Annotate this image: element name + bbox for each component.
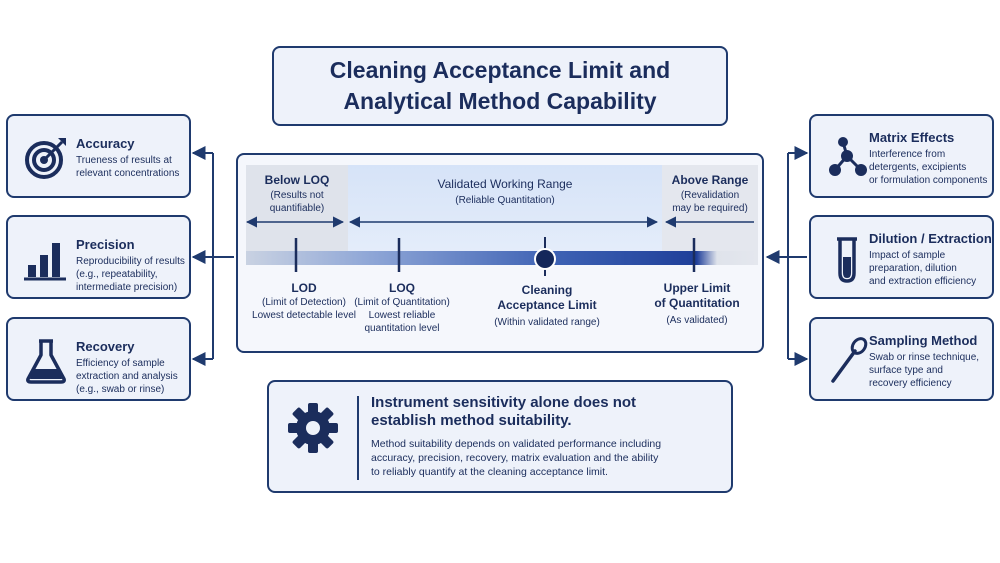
marker-name: of Quantitation <box>654 296 740 310</box>
marker-name: LOQ <box>389 281 415 295</box>
card-desc-line: or formulation components <box>869 175 988 186</box>
marker-name: Acceptance Limit <box>497 298 597 312</box>
card-desc-line: relevant concentrations <box>76 168 180 179</box>
marker-line: (Limit of Quantitation) <box>354 297 450 308</box>
right-bracket-connector <box>765 146 809 366</box>
title-line-1: Cleaning Acceptance Limit and <box>329 57 671 83</box>
card-desc-line: recovery efficiency <box>869 378 952 389</box>
marker-line: (Within validated range) <box>494 317 600 328</box>
card-recovery: Recovery Efficiency of sample extraction… <box>6 317 191 401</box>
molecule-icon <box>829 137 867 176</box>
note-heading-line: Instrument sensitivity alone does not <box>371 394 637 411</box>
card-dilution-extraction: Dilution / Extraction Impact of sample p… <box>809 215 994 299</box>
card-title: Sampling Method <box>869 333 978 348</box>
zone-title-valid: Validated Working Range <box>437 177 573 191</box>
card-desc-line: Efficiency of sample <box>76 358 165 369</box>
marker-name: Cleaning <box>521 283 573 297</box>
card-desc-line: Trueness of results at <box>76 155 172 166</box>
note-body: Method suitability depends on validated … <box>371 437 727 479</box>
left-bracket-connector <box>191 146 234 366</box>
card-title: Dilution / Extraction <box>869 231 992 246</box>
note-heading: Instrument sensitivity alone does not es… <box>371 394 721 430</box>
page-title: Cleaning Acceptance Limit and Analytical… <box>330 55 670 117</box>
card-title: Accuracy <box>76 136 135 151</box>
test-tube-icon <box>837 237 857 283</box>
marker-name: Upper Limit <box>663 281 731 295</box>
card-title: Matrix Effects <box>869 130 955 145</box>
marker-label-loq: LOQ (Limit of Quantitation) Lowest relia… <box>338 281 466 335</box>
marker-line: Lowest detectable level <box>252 310 356 321</box>
note-body-line: to reliably quantify at the cleaning acc… <box>371 466 608 478</box>
zone-sub-below: (Results not quantifiable) <box>246 189 348 215</box>
note-body-line: Method suitability depends on validated … <box>371 438 662 450</box>
title-line-2: Analytical Method Capability <box>343 88 657 114</box>
card-matrix-effects: Matrix Effects Interference from deterge… <box>809 114 994 198</box>
card-desc-line: intermediate precision) <box>76 282 178 293</box>
card-desc-line: preparation, dilution <box>869 263 957 274</box>
zone-above-range <box>662 165 758 265</box>
zone-title-below: Below LOQ <box>264 173 330 187</box>
card-desc-line: Impact of sample <box>869 250 946 261</box>
note-divider <box>357 396 359 480</box>
card-desc-line: surface type and <box>869 365 943 376</box>
marker-line: quantitation level <box>364 323 440 334</box>
marker-line: (Limit of Detection) <box>262 297 346 308</box>
note-box: Instrument sensitivity alone does not es… <box>267 380 733 493</box>
zone-title-above: Above Range <box>671 173 749 187</box>
zone-sub-line: (Results not <box>270 190 324 201</box>
card-sampling-method: Sampling Method Swab or rinse technique,… <box>809 317 994 401</box>
card-title: Recovery <box>76 339 135 354</box>
range-panel: Below LOQ (Results not quantifiable) Val… <box>236 153 764 353</box>
marker-label-uloq: Upper Limit of Quantitation (As validate… <box>636 281 758 327</box>
card-desc-line: Swab or rinse technique, <box>869 352 980 363</box>
note-heading-line: establish method suitability. <box>371 412 572 429</box>
zone-sub-line: quantifiable) <box>269 203 325 214</box>
gear-icon <box>288 403 338 453</box>
bar-chart-icon <box>24 243 66 281</box>
card-desc-line: Interference from <box>869 149 946 160</box>
note-body-line: accuracy, precision, recovery, matrix ev… <box>371 452 659 464</box>
marker-name: LOD <box>291 281 317 295</box>
flask-icon <box>26 339 66 384</box>
title-box: Cleaning Acceptance Limit and Analytical… <box>272 46 728 126</box>
marker-line: Lowest reliable <box>368 310 436 321</box>
target-icon <box>25 138 66 179</box>
card-desc-line: extraction and analysis <box>76 371 178 382</box>
zone-sub-above: (Revalidation may be required) <box>662 189 758 215</box>
range-bar <box>246 251 758 265</box>
card-precision: Precision Reproducibility of results (e.… <box>6 215 191 299</box>
card-desc-line: Reproducibility of results <box>76 256 185 267</box>
marker-label-cleaning-limit: Cleaning Acceptance Limit (Within valida… <box>480 283 614 329</box>
card-desc-line: and extraction efficiency <box>869 276 977 287</box>
swab-icon <box>831 337 868 383</box>
card-desc-line: (e.g., swab or rinse) <box>76 384 165 395</box>
card-desc-line: (e.g., repeatability, <box>76 269 158 280</box>
zone-sub-line: (Revalidation <box>680 190 740 201</box>
marker-line: (As validated) <box>666 315 728 326</box>
zone-sub-line: may be required) <box>672 203 748 214</box>
zone-validated-range <box>348 165 662 265</box>
card-title: Precision <box>76 237 135 252</box>
marker-label-lod: LOD (Limit of Detection) Lowest detectab… <box>242 281 366 322</box>
zone-sub-valid: (Reliable Quantitation) <box>455 195 555 206</box>
card-accuracy: Accuracy Trueness of results at relevant… <box>6 114 191 198</box>
card-desc-line: detergents, excipients <box>869 162 967 173</box>
